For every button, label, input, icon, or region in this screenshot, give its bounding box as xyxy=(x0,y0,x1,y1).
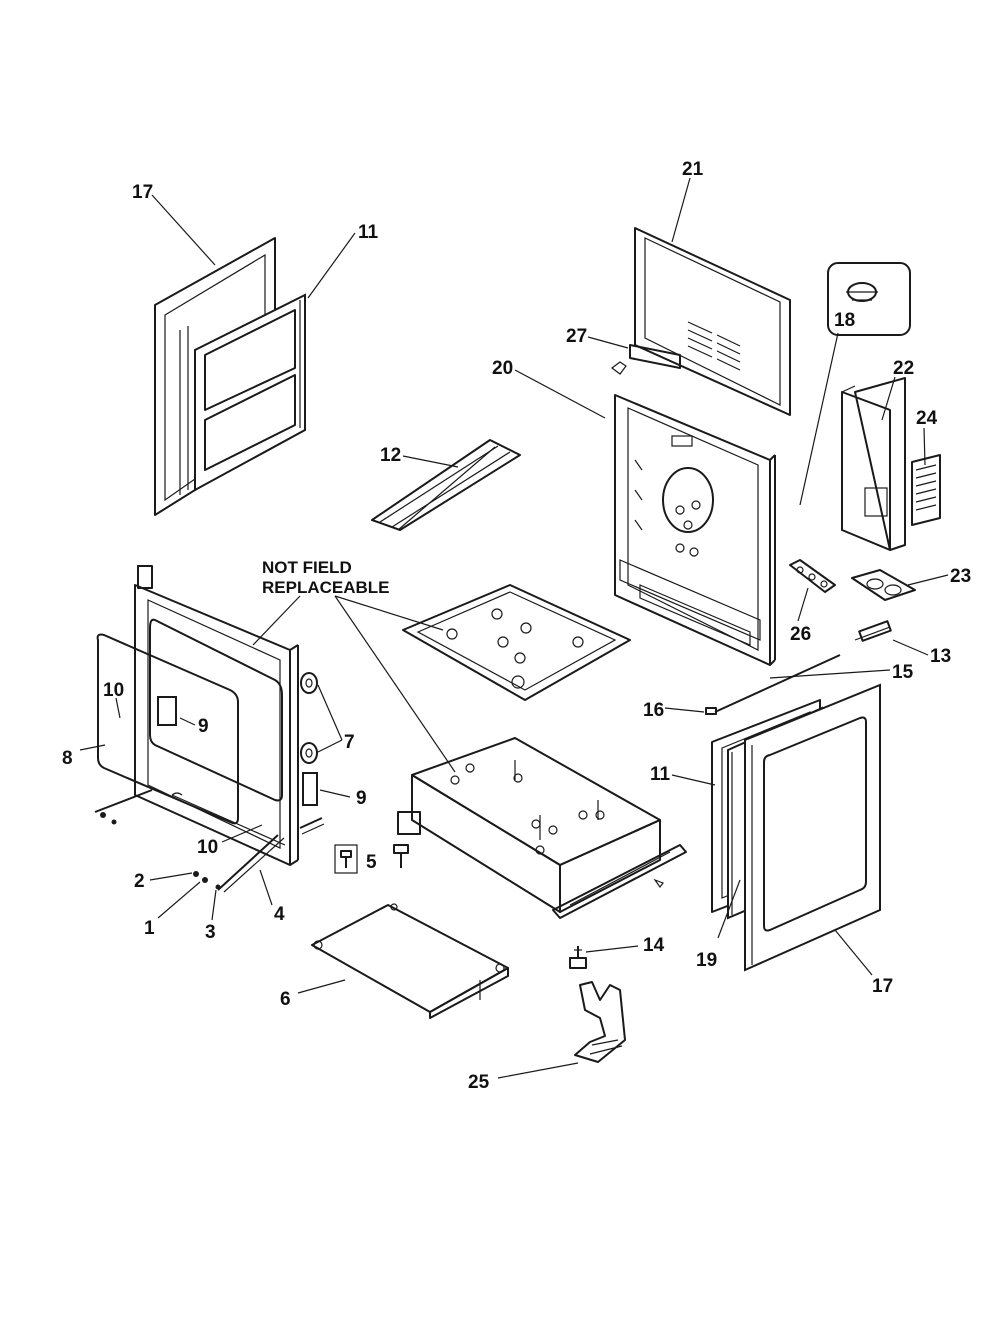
thermostat-18-inset xyxy=(827,262,911,336)
panel-6 xyxy=(311,903,509,1019)
callout-25: 25 xyxy=(468,1072,490,1093)
trim-9-upper xyxy=(157,696,177,726)
callout-5: 5 xyxy=(366,852,377,873)
callout-10-lower: 10 xyxy=(197,837,218,858)
screws-1-2-3 xyxy=(193,871,221,890)
callout-19: 19 xyxy=(696,950,717,971)
sensor-13 xyxy=(854,620,892,642)
callout-12: 12 xyxy=(380,445,401,466)
rear-frame-20 xyxy=(614,394,776,666)
note-line-2: REPLACEABLE xyxy=(262,578,390,597)
callout-8: 8 xyxy=(62,748,73,769)
callout-7: 7 xyxy=(344,732,355,753)
trim-strip-lower xyxy=(299,817,325,835)
callout-27: 27 xyxy=(566,326,587,347)
callout-10-upper: 10 xyxy=(103,680,124,701)
rail-lower-left xyxy=(94,789,286,846)
callout-21: 21 xyxy=(682,159,704,180)
callout-18: 18 xyxy=(834,310,855,331)
callout-16: 16 xyxy=(643,700,664,721)
door-gasket-8 xyxy=(96,633,239,825)
callout-15: 15 xyxy=(892,662,914,683)
callout-6: 6 xyxy=(280,989,291,1010)
callout-3: 3 xyxy=(205,922,216,943)
oven-front-frame xyxy=(134,565,299,866)
rod-15 xyxy=(714,654,841,713)
hinge-receptacle-7 xyxy=(300,672,318,764)
callout-9-lower: 9 xyxy=(356,788,367,809)
callout-1: 1 xyxy=(144,918,155,939)
note-line-1: NOT FIELD xyxy=(262,558,352,577)
vent-grille-24 xyxy=(911,454,941,526)
callout-20: 20 xyxy=(492,358,513,379)
callout-26: 26 xyxy=(790,624,811,645)
leveling-leg-left xyxy=(393,811,421,868)
back-cover-21 xyxy=(634,227,791,416)
plate-23 xyxy=(851,569,916,601)
callout-22: 22 xyxy=(893,358,914,379)
anti-tip-bracket-25 xyxy=(574,981,626,1063)
callout-23: 23 xyxy=(950,566,971,587)
side-panel-17-right xyxy=(744,683,881,972)
callout-17-right: 17 xyxy=(872,976,893,997)
bracket-22 xyxy=(841,377,906,551)
callout-24: 24 xyxy=(916,408,938,429)
leveler-5-box xyxy=(334,844,358,874)
callout-9-upper: 9 xyxy=(198,716,209,737)
bracket-12 xyxy=(371,439,521,531)
terminal-block-26 xyxy=(789,559,836,593)
callout-13: 13 xyxy=(930,646,951,667)
side-panel-liner-upper-left xyxy=(194,293,306,492)
callout-4: 4 xyxy=(274,904,285,925)
trim-9-lower xyxy=(302,772,318,806)
oven-bottom-pan xyxy=(402,584,631,701)
bracket-27 xyxy=(611,344,681,375)
callout-17-top: 17 xyxy=(132,182,153,203)
callout-14: 14 xyxy=(643,935,665,956)
rail-front-right xyxy=(552,844,687,919)
callout-11-right: 11 xyxy=(650,764,671,785)
leader-lines xyxy=(79,177,949,1079)
callout-11-top: 11 xyxy=(358,222,379,243)
leveler-14 xyxy=(569,946,587,969)
callout-2: 2 xyxy=(134,871,145,892)
rail-4 xyxy=(217,834,285,893)
burner-box xyxy=(411,737,661,913)
clip-16 xyxy=(705,707,717,715)
